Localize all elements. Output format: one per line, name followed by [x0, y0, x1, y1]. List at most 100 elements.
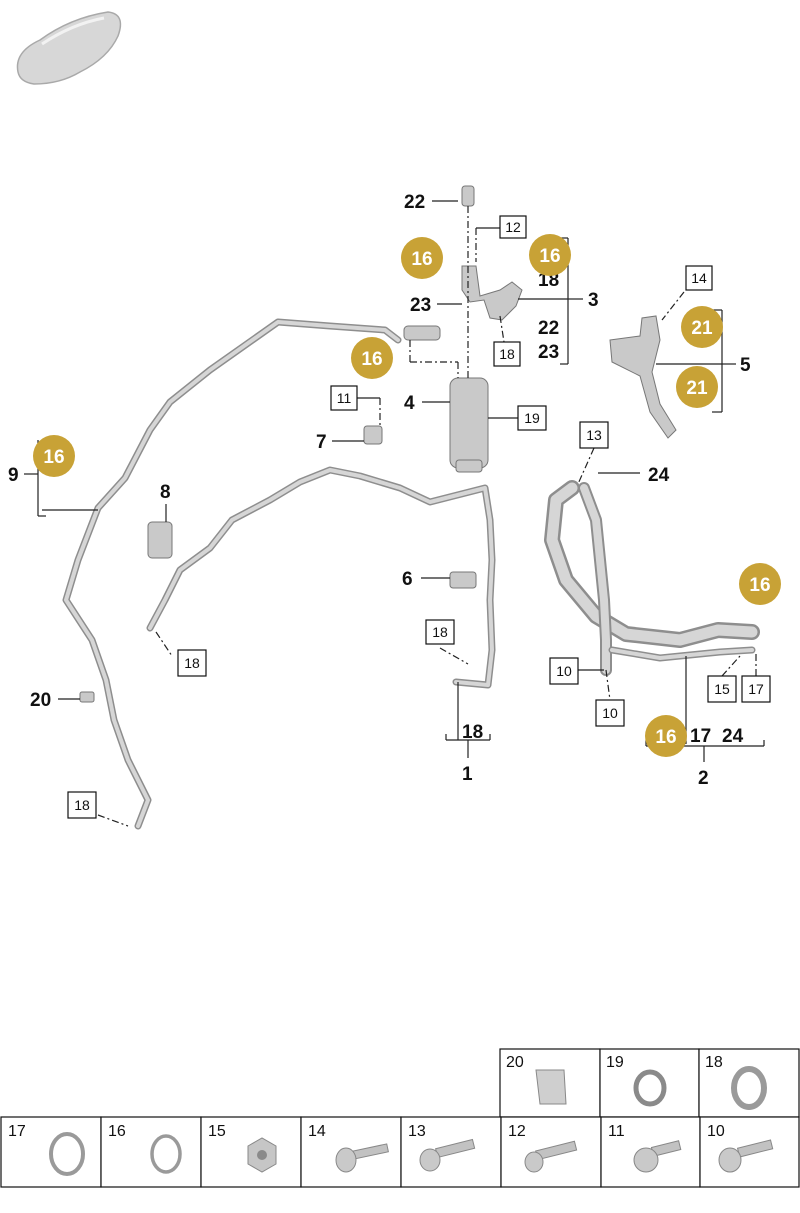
bolt-thumbnail-icon — [524, 1140, 578, 1173]
boxed-11: 11 — [330, 385, 358, 411]
socket-bolt-thumbnail-icon — [419, 1138, 476, 1172]
table-cell-18[interactable]: 18 — [698, 1048, 800, 1118]
bracket-5 — [609, 315, 677, 439]
boxed-14: 14 — [685, 265, 713, 291]
badge-21-a: 21 — [681, 306, 723, 348]
badge-16-d: 16 — [33, 435, 75, 477]
svg-text:19: 19 — [606, 1054, 624, 1071]
callout-23-right: 23 — [538, 342, 559, 363]
table-cell-11[interactable]: 11 — [600, 1116, 701, 1188]
svg-text:14: 14 — [691, 270, 707, 286]
svg-text:15: 15 — [208, 1123, 226, 1140]
o-ring-small-thumbnail-icon — [150, 1134, 182, 1174]
receiver-drier — [449, 377, 489, 469]
table-cell-20[interactable]: 20 — [499, 1048, 601, 1118]
clip-7 — [363, 425, 383, 445]
boxed-18-bottom: 18 — [67, 791, 97, 819]
o-ring-thumbnail-icon — [49, 1132, 85, 1176]
badge-16-b: 16 — [529, 234, 571, 276]
boxed-13: 13 — [579, 421, 609, 449]
callout-23-left: 23 — [410, 295, 431, 316]
callout-5: 5 — [740, 355, 751, 376]
svg-text:21: 21 — [691, 318, 713, 339]
svg-text:16: 16 — [108, 1123, 126, 1140]
boxed-15: 15 — [707, 675, 737, 703]
table-cell-19[interactable]: 19 — [599, 1048, 700, 1118]
table-cell-10[interactable]: 10 — [699, 1116, 800, 1188]
hose-2 — [544, 480, 760, 676]
callout-18: 18 — [462, 722, 483, 743]
callout-22-top: 22 — [404, 192, 425, 213]
callout-20: 20 — [30, 690, 51, 711]
svg-text:16: 16 — [539, 246, 560, 267]
svg-text:18: 18 — [74, 797, 90, 813]
clip-20 — [79, 691, 95, 703]
table-cell-14[interactable]: 14 — [300, 1116, 402, 1188]
callout-24-bottom: 24 — [722, 726, 744, 747]
svg-text:16: 16 — [411, 249, 432, 270]
table-cell-12[interactable]: 12 — [500, 1116, 602, 1188]
boxed-10-a: 10 — [549, 657, 579, 685]
callout-3: 3 — [588, 290, 599, 311]
seal-ring-thumbnail-icon — [731, 1066, 767, 1110]
svg-text:15: 15 — [714, 681, 730, 697]
table-cell-17[interactable]: 17 — [0, 1116, 102, 1188]
car-model-icon — [16, 11, 122, 85]
hose-clamp-thumbnail-icon — [633, 1069, 667, 1107]
bracket-3 — [461, 265, 523, 321]
svg-text:17: 17 — [748, 681, 764, 697]
table-cell-16[interactable]: 16 — [100, 1116, 202, 1188]
svg-text:12: 12 — [505, 219, 521, 235]
table-cell-13[interactable]: 13 — [400, 1116, 502, 1188]
svg-text:11: 11 — [608, 1123, 625, 1140]
badge-16-e: 16 — [739, 563, 781, 605]
svg-text:10: 10 — [707, 1123, 725, 1140]
badge-21-b: 21 — [676, 366, 718, 408]
svg-text:18: 18 — [184, 655, 200, 671]
boxed-18-left: 18 — [177, 649, 207, 677]
badge-16-a: 16 — [401, 237, 443, 279]
svg-text:16: 16 — [43, 447, 64, 468]
torx-screw-thumbnail-icon — [633, 1140, 682, 1173]
callout-6: 6 — [402, 569, 413, 590]
pipe-9 — [62, 318, 402, 830]
screw-thumbnail-icon — [718, 1139, 774, 1173]
clip-8 — [147, 521, 173, 559]
badge-16-f: 16 — [645, 715, 687, 757]
callout-4: 4 — [404, 393, 415, 414]
svg-text:21: 21 — [686, 378, 708, 399]
callout-24: 24 — [648, 465, 670, 486]
clip-6 — [449, 571, 477, 589]
svg-text:16: 16 — [361, 349, 382, 370]
svg-text:12: 12 — [508, 1123, 526, 1140]
svg-text:19: 19 — [524, 410, 540, 426]
callout-17: 17 — [690, 726, 711, 747]
flange-bolt-thumbnail-icon — [335, 1143, 389, 1173]
boxed-17: 17 — [741, 675, 771, 703]
svg-text:18: 18 — [432, 624, 448, 640]
svg-text:18: 18 — [705, 1054, 723, 1071]
svg-text:17: 17 — [8, 1123, 26, 1140]
svg-text:10: 10 — [602, 705, 618, 721]
svg-text:10: 10 — [556, 663, 572, 679]
clip-thumbnail-icon — [535, 1069, 567, 1105]
parts-table: 20 19 18 17 16 15 — [0, 1048, 800, 1188]
boxed-12: 12 — [499, 215, 527, 239]
callout-7: 7 — [316, 432, 327, 453]
svg-text:16: 16 — [749, 575, 770, 596]
table-cell-15[interactable]: 15 — [200, 1116, 302, 1188]
boxed-19: 19 — [517, 405, 547, 431]
callout-2: 2 — [698, 768, 709, 789]
boxed-10-b: 10 — [595, 699, 625, 727]
callout-22-right: 22 — [538, 318, 559, 339]
svg-text:11: 11 — [337, 390, 352, 406]
callout-8: 8 — [160, 482, 171, 503]
callout-9: 9 — [8, 465, 19, 486]
callout-1: 1 — [462, 764, 473, 785]
boxed-18-mid: 18 — [425, 619, 455, 645]
svg-text:13: 13 — [586, 427, 602, 443]
boxed-18-upper: 18 — [493, 341, 521, 367]
badge-16-c: 16 — [351, 337, 393, 379]
svg-text:18: 18 — [499, 346, 515, 362]
